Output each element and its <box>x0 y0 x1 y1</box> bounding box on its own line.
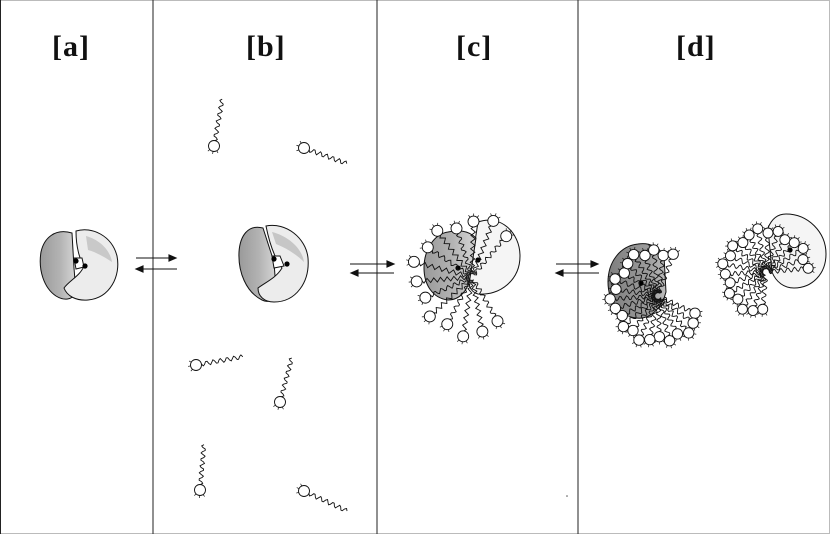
surfactant-molecule-icon <box>273 358 292 410</box>
speck <box>566 495 568 497</box>
equilibrium-arrows-icon <box>350 261 394 276</box>
active-site-dot <box>82 263 87 268</box>
equilibrium-arrows-icon <box>136 255 177 272</box>
surfactant-molecule-icon <box>194 445 205 498</box>
surfactant-molecule-icon <box>188 355 243 371</box>
protein-closed-a <box>40 230 118 300</box>
panel-label-c: [c] <box>456 30 492 64</box>
surfactant-molecule-icon <box>296 484 347 511</box>
protein-half-right-d <box>768 214 826 288</box>
surfactant-molecule-icon <box>723 249 763 271</box>
panel-label-b: [b] <box>246 30 286 64</box>
panel-label-a: [a] <box>52 30 90 64</box>
protein-closed-b <box>239 225 308 302</box>
surfactant-molecule-icon <box>296 141 346 164</box>
surfactant-molecule-icon <box>208 99 223 154</box>
active-site-dot <box>284 261 289 266</box>
active-site-dot <box>271 256 276 261</box>
panel-label-d: [d] <box>676 30 716 64</box>
free-surfactants <box>188 99 347 511</box>
active-site-dot <box>73 258 78 263</box>
